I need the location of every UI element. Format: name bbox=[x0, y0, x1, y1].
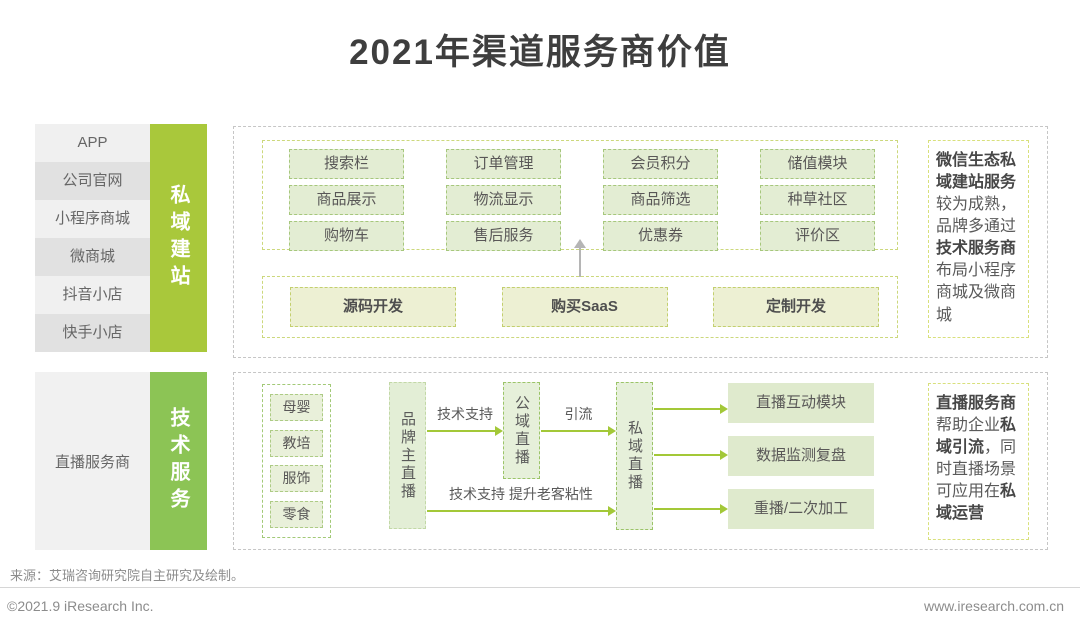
build-modes-container: 源码开发 购买SaaS 定制开发 bbox=[262, 276, 898, 338]
feature-box-product-display: 商品展示 bbox=[289, 185, 404, 215]
footer-divider bbox=[0, 587, 1080, 588]
industry-box-education: 教培 bbox=[270, 429, 323, 457]
tech-service-band-label: 技术服务 bbox=[167, 407, 189, 515]
page-title: 2021年渠道服务商价值 bbox=[349, 33, 731, 72]
feature-box-order-management: 订单管理 bbox=[446, 149, 561, 179]
feature-box-search-bar: 搜索栏 bbox=[289, 149, 404, 179]
output-box-data-monitoring: 数据监测复盘 bbox=[728, 436, 874, 476]
industry-box-mother-baby: 母婴 bbox=[270, 393, 323, 421]
retention-arrow-icon bbox=[427, 506, 616, 516]
feature-box-coupons: 优惠券 bbox=[603, 221, 718, 251]
public-live-box: 公域直播 bbox=[503, 382, 540, 479]
feature-box-member-points: 会员积分 bbox=[603, 149, 718, 179]
feature-box-after-sales: 售后服务 bbox=[446, 221, 561, 251]
note-segment: 私域引流 bbox=[936, 417, 1017, 457]
mode-box-custom-dev: 定制开发 bbox=[713, 287, 879, 327]
feature-grid: 搜索栏 订单管理 会员积分 储值模块 商品展示 物流显示 商品筛选 种草社区 购… bbox=[262, 140, 898, 251]
output-box-replay-rework: 重播/二次加工 bbox=[728, 489, 874, 529]
note-segment: 微信生态私域建站服务 bbox=[936, 152, 1017, 192]
sidebar-item-kuaishou-shop: 快手小店 bbox=[35, 314, 150, 352]
sidebar-item-official-site: 公司官网 bbox=[35, 162, 150, 200]
brand-live-box: 品牌主直播 bbox=[389, 382, 426, 529]
feature-box-shopping-cart: 购物车 bbox=[289, 221, 404, 251]
note-segment: 布局小程序商城及微商城 bbox=[936, 262, 1017, 324]
tech-support-label: 技术支持 bbox=[437, 406, 493, 422]
output-arrow-icon bbox=[654, 504, 728, 514]
feature-box-seeding-community: 种草社区 bbox=[760, 185, 875, 215]
feature-box-review-area: 评价区 bbox=[760, 221, 875, 251]
tech-service-band: 技术服务 bbox=[150, 372, 207, 550]
note-segment: 帮助企业 bbox=[936, 417, 1001, 435]
private-live-box: 私域直播 bbox=[616, 382, 653, 530]
industry-box-snacks: 零食 bbox=[270, 501, 323, 529]
sidebar-item-douyin-shop: 抖音小店 bbox=[35, 276, 150, 314]
note-segment: 直播服务商 bbox=[936, 395, 1017, 412]
brand-live-label: 品牌主直播 bbox=[399, 410, 416, 501]
sidebar-item-app: APP bbox=[35, 124, 150, 162]
private-build-note: 微信生态私域建站服务较为成熟，品牌多通过技术服务商布局小程序商城及微商城 bbox=[928, 140, 1029, 338]
feature-box-stored-value: 储值模块 bbox=[760, 149, 875, 179]
industry-box-apparel: 服饰 bbox=[270, 465, 323, 493]
public-live-label: 公域直播 bbox=[513, 394, 530, 467]
tech-support-retention-label: 技术支持 提升老客粘性 bbox=[449, 486, 593, 502]
private-live-label: 私域直播 bbox=[626, 420, 643, 492]
sidebar-item-miniprogram-mall: 小程序商城 bbox=[35, 200, 150, 238]
footer-source: 来源：艾瑞咨询研究院自主研究及绘制。 bbox=[10, 568, 245, 583]
output-arrow-icon bbox=[654, 404, 728, 414]
referral-arrow-icon bbox=[541, 426, 616, 436]
private-build-band-label: 私域建站 bbox=[167, 184, 189, 292]
sidebar-item-live-service-provider: 直播服务商 bbox=[35, 372, 150, 550]
output-box-live-interaction: 直播互动模块 bbox=[728, 383, 874, 423]
tech-service-note: 直播服务商帮助企业私域引流，同时直播场景可应用在私域运营 bbox=[928, 383, 1029, 540]
output-arrow-icon bbox=[654, 450, 728, 460]
footer-copyright: ©2021.9 iResearch Inc. bbox=[7, 598, 154, 614]
private-build-band: 私域建站 bbox=[150, 124, 207, 352]
mode-box-source-code: 源码开发 bbox=[290, 287, 456, 327]
industries-container: 母婴 教培 服饰 零食 bbox=[262, 384, 331, 538]
note-segment: 私域运营 bbox=[936, 483, 1017, 523]
feature-box-logistics-display: 物流显示 bbox=[446, 185, 561, 215]
referral-label: 引流 bbox=[564, 406, 593, 422]
feature-box-product-filter: 商品筛选 bbox=[603, 185, 718, 215]
note-segment: ，同时直播场景可应用在 bbox=[936, 439, 1017, 501]
note-segment: 技术服务商 bbox=[936, 240, 1017, 258]
arrow-up-icon bbox=[573, 239, 587, 277]
sidebar-item-wechat-mall: 微商城 bbox=[35, 238, 150, 276]
note-segment: 较为成熟，品牌多通过 bbox=[936, 196, 1017, 236]
footer-website: www.iresearch.com.cn bbox=[923, 598, 1064, 614]
tech-support-arrow-icon bbox=[427, 426, 503, 436]
mode-box-buy-saas: 购买SaaS bbox=[501, 287, 668, 327]
